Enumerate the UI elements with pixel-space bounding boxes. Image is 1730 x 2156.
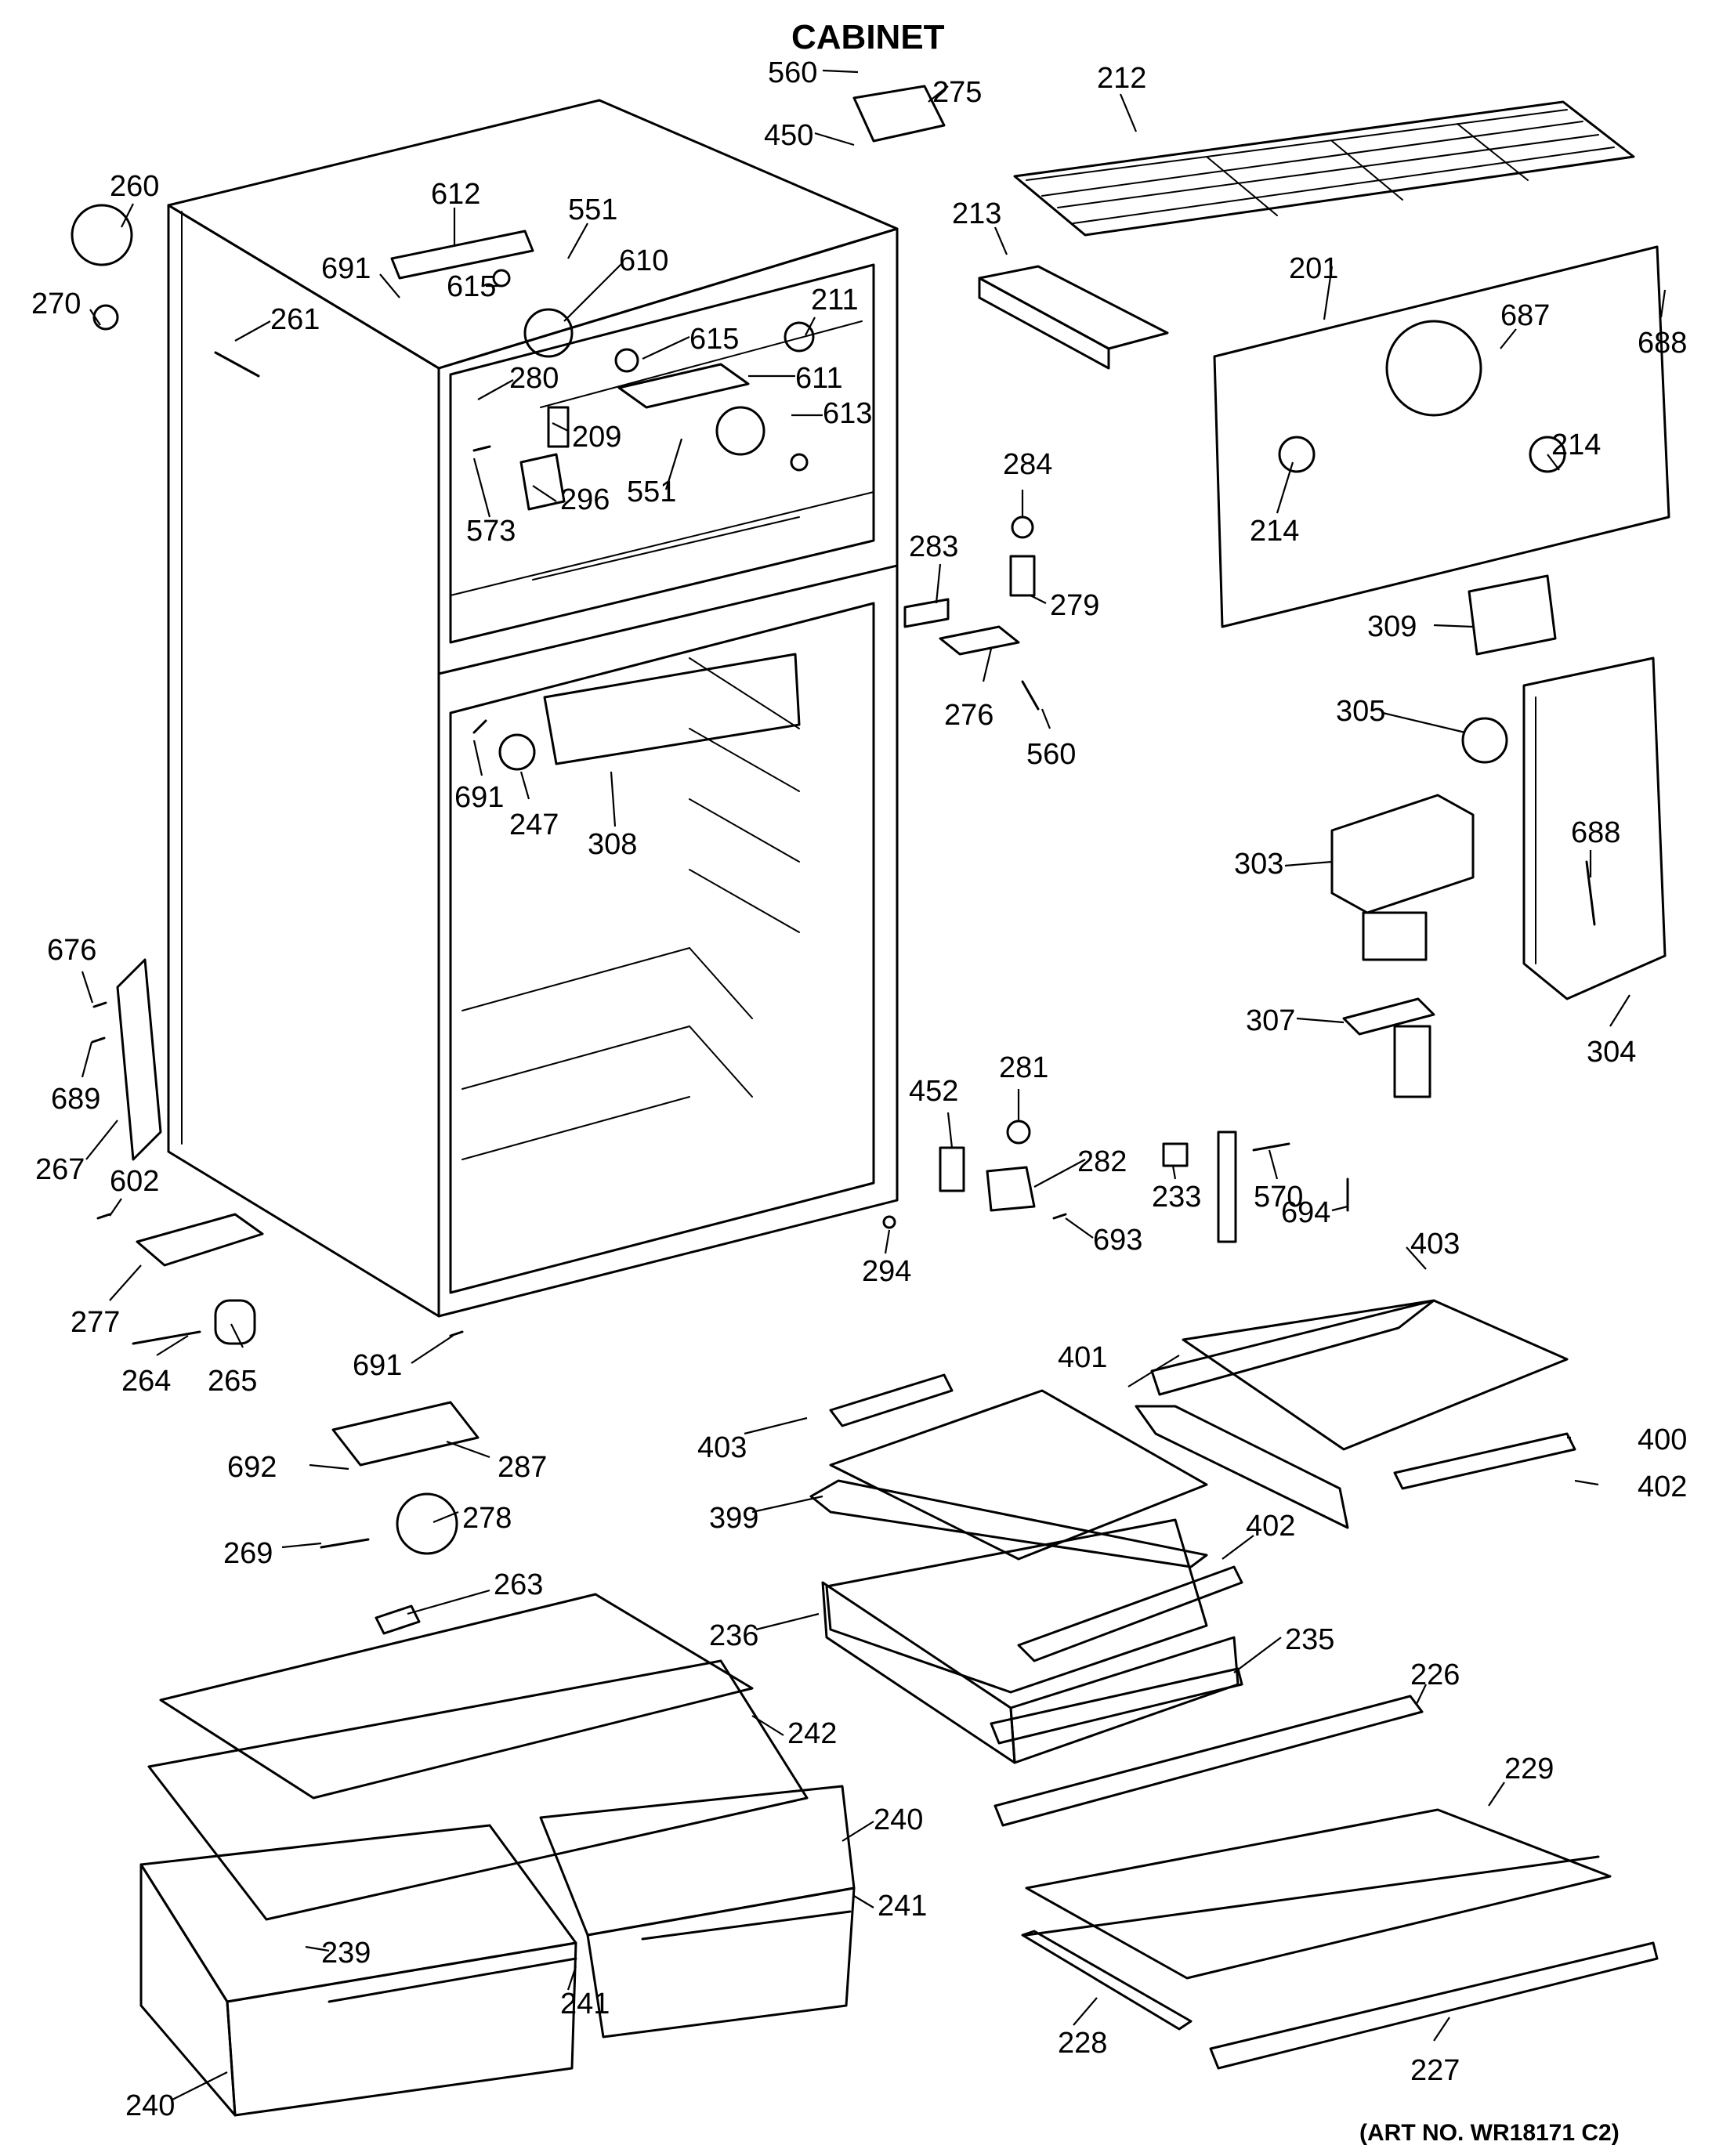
callout-label: 211 [811,284,859,317]
wire-shelf [1013,100,1635,237]
callout-label: 399 [709,1502,758,1535]
callout-label: 308 [588,828,637,861]
diagram-title: CABINET [791,18,945,56]
callout-label: 602 [110,1165,159,1198]
callout-label: 233 [1152,1181,1201,1214]
callout-label: 570 [1254,1181,1303,1214]
callout-label: 303 [1234,848,1283,881]
callout-label: 279 [1050,589,1099,622]
callout-label: 573 [466,515,516,548]
callout-label: 613 [823,397,872,430]
callout-label: 403 [1410,1228,1460,1261]
callout-label: 403 [697,1431,747,1464]
callout-label: 235 [1285,1623,1334,1656]
callout-label: 689 [51,1083,100,1116]
callout-label: 450 [764,119,813,152]
callout-label: 283 [909,530,958,563]
callout-label: 294 [862,1255,911,1288]
callout-label: 687 [1500,299,1550,332]
ice-tray [978,265,1169,370]
art-number: (ART NO. WR18171 C2) [1359,2120,1620,2146]
callout-label: 309 [1367,610,1417,643]
callout-label: 304 [1587,1036,1636,1069]
callout-label: 688 [1638,327,1687,360]
callout-label: 213 [952,197,1001,230]
crisper-assembly [139,1593,856,2117]
callout-label: 281 [999,1051,1048,1084]
callout-label: 693 [1093,1224,1142,1257]
callout-label: 692 [227,1451,277,1484]
callout-label: 691 [454,781,504,814]
callout-label: 284 [1003,448,1052,481]
label-plate [1468,574,1557,656]
callout-label: 560 [768,56,817,89]
callout-label: 694 [1281,1196,1330,1229]
callout-label: 278 [462,1502,512,1535]
callout-label: 236 [709,1619,758,1652]
callout-label: 452 [909,1075,958,1108]
callout-label: 307 [1246,1004,1295,1037]
callout-label: 270 [31,288,81,320]
cabinet-body [167,99,899,1318]
air-duct-cover [1522,657,1667,1000]
callout-label: 241 [560,1988,610,2020]
callout-label: 676 [47,934,96,967]
callout-label: 402 [1246,1510,1295,1543]
callout-label: 691 [353,1349,402,1382]
callout-label: 209 [572,421,621,454]
callout-label: 240 [125,2089,175,2122]
callout-label: 214 [1551,429,1601,461]
freezer-rear-panel [1213,245,1670,628]
callout-label: 267 [35,1153,85,1186]
callout-label: 214 [1250,515,1299,548]
callout-label: 551 [568,194,617,226]
callout-label: 260 [110,170,159,203]
callout-label: 227 [1410,2054,1460,2087]
callout-label: 615 [689,323,739,356]
callout-label: 277 [71,1306,120,1339]
callout-label: 305 [1336,695,1385,728]
callout-label: 241 [878,1890,927,1923]
callout-label: 282 [1077,1145,1127,1178]
callout-label: 612 [431,178,480,211]
callout-label: 276 [944,699,993,732]
callout-label: 229 [1504,1753,1554,1785]
callout-label: 228 [1058,2027,1107,2060]
callout-label: 247 [509,808,559,841]
callout-label: 280 [509,362,559,395]
callout-label: 296 [560,483,610,516]
callout-label: 261 [270,303,320,336]
callout-label: 287 [498,1451,547,1484]
callout-label: 239 [321,1937,371,1970]
callout-label: 402 [1638,1470,1687,1503]
callout-label: 560 [1026,738,1076,771]
callout-label: 264 [121,1365,171,1398]
callout-label: 688 [1571,816,1620,849]
left-hardware [116,958,480,1635]
callout-label: 242 [787,1717,837,1750]
callout-label: 610 [619,244,668,277]
callout-label: 263 [494,1568,543,1601]
callout-label: 212 [1097,62,1146,95]
callout-label: 615 [447,270,496,303]
callout-label: 691 [321,252,371,285]
callout-label: 269 [223,1537,273,1570]
callout-labels: 560 275 450 212 260 612 551 270 691 615 … [31,56,1687,2122]
leader-lines [81,69,1667,2100]
callout-label: 551 [627,476,676,508]
damper-assembly [1330,794,1475,1098]
callout-label: 611 [795,362,843,395]
callout-label: 201 [1289,252,1338,285]
glass-shelves [809,1299,1659,2070]
callout-label: 400 [1638,1423,1687,1456]
callout-label: 401 [1058,1341,1107,1374]
callout-label: 226 [1410,1659,1460,1691]
callout-label: 275 [932,76,982,109]
small-hardware [71,85,1596,1337]
callout-label: 265 [208,1365,257,1398]
callout-label: 240 [874,1803,923,1836]
